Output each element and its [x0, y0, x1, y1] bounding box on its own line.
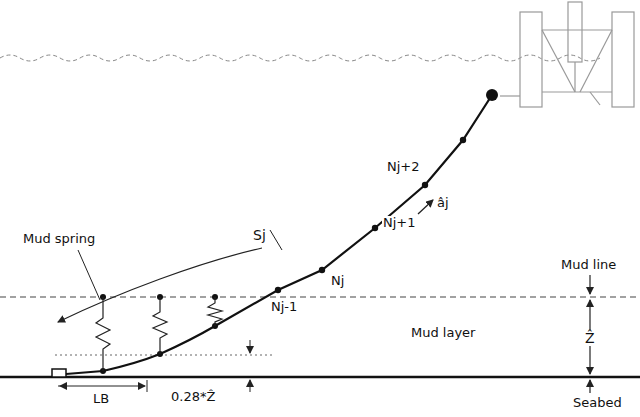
arc-length-arrow [58, 248, 262, 322]
dimension-tick [147, 380, 148, 392]
layer-label: Seabed [572, 396, 623, 410]
mud-line [0, 296, 640, 297]
node-label: Nj+2 [386, 160, 421, 174]
vector-label: âj [436, 196, 450, 210]
dimension-arrow [589, 300, 590, 330]
direction-arrow [418, 200, 433, 214]
anchor [52, 369, 66, 377]
leader-line [78, 250, 100, 300]
dimension-label: Sj [252, 228, 267, 243]
pointer-arrow [589, 380, 590, 393]
line-nodes [100, 89, 498, 374]
dimension-tick [270, 230, 282, 250]
mud-spring-symbol [96, 297, 222, 371]
floating-platform [500, 2, 634, 107]
dimension-label: 0.28*Ẑ [170, 390, 216, 404]
dimension-arrow [589, 345, 590, 374]
dimension-arrow [250, 340, 251, 353]
mud-spring-level [55, 355, 275, 356]
node-label: Nj+1 [382, 216, 417, 230]
seabed-line [0, 376, 640, 379]
dimension-arrow [250, 380, 251, 392]
dimension-label: LB [92, 392, 110, 406]
node-label: Nj-1 [270, 300, 298, 314]
label-text: Mud spring [22, 232, 96, 246]
layer-label: Mud line [560, 258, 617, 272]
layer-label: Mud layer [410, 326, 476, 340]
pointer-arrow [589, 275, 590, 294]
water-surface [0, 55, 600, 61]
dimension-arrow [60, 386, 100, 387]
node-label: Nj [330, 274, 345, 288]
dimension-label: Ẑ [584, 331, 596, 346]
dimension-arrow [100, 386, 145, 387]
mooring-line [66, 95, 492, 374]
